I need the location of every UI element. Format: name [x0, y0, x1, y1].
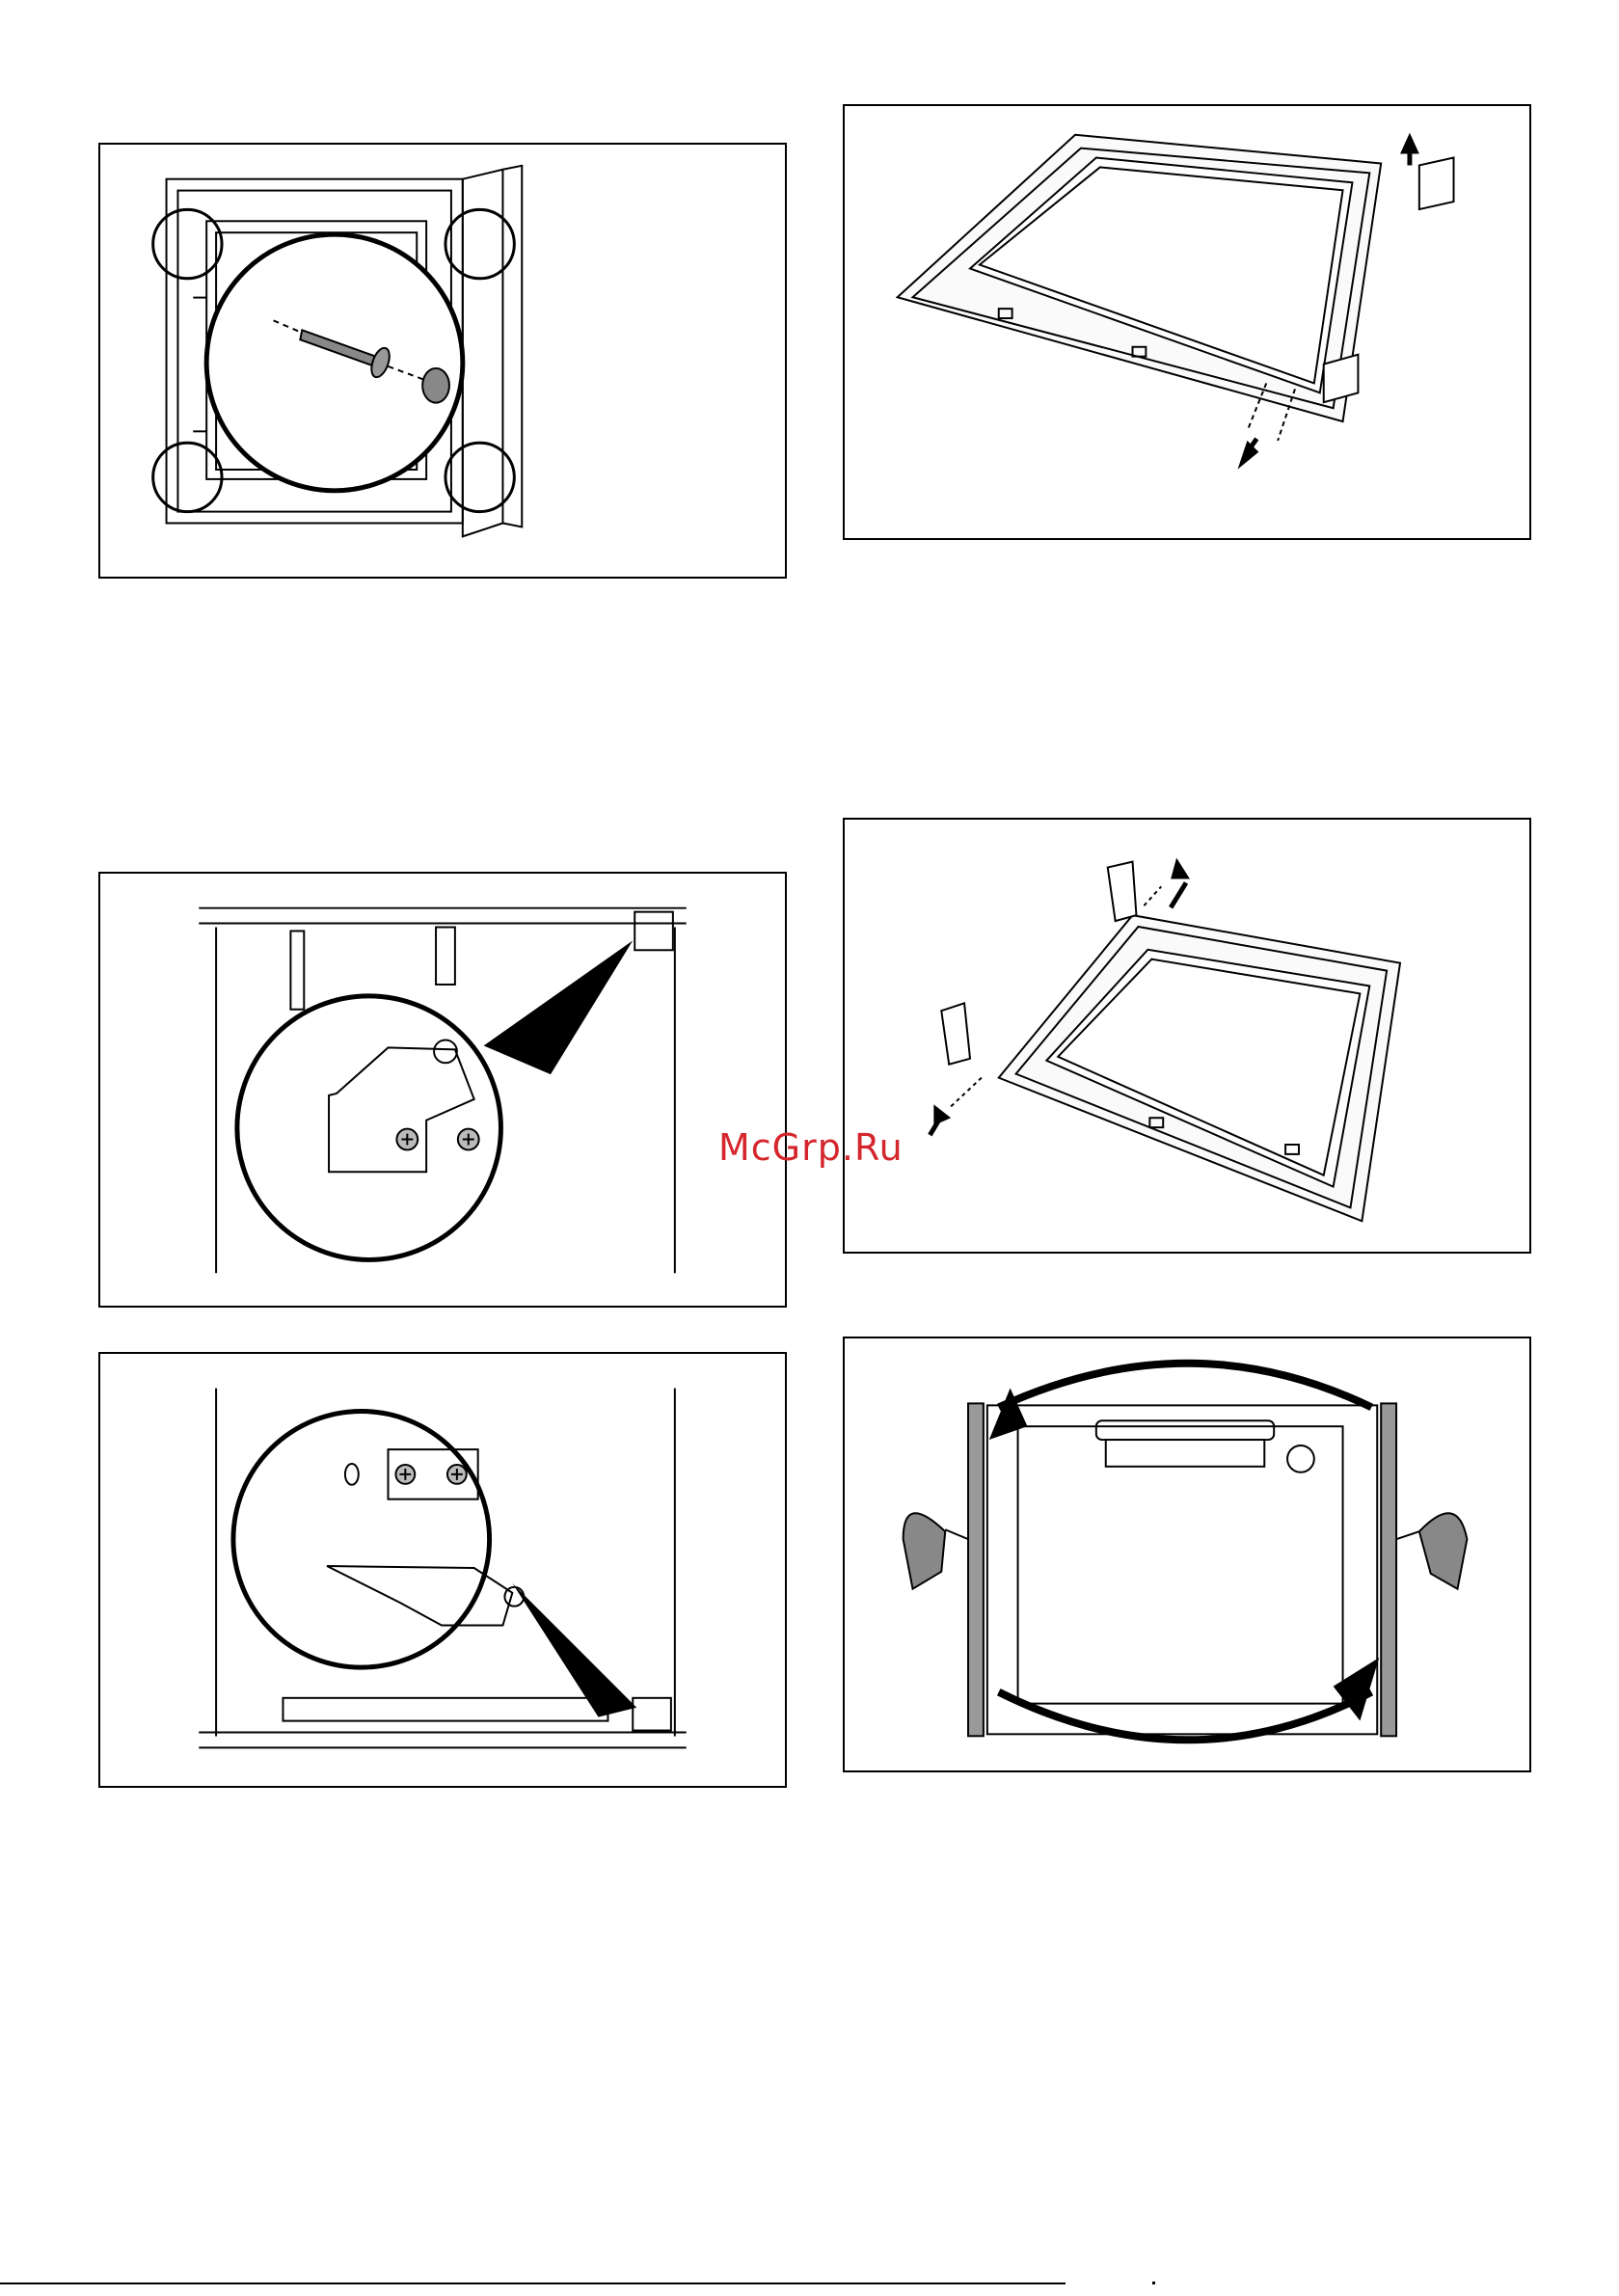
hinge-bracket-bottom: [941, 1003, 970, 1064]
screw-icon-left: [396, 1129, 418, 1150]
hand-rotate-left-icon: [904, 1513, 968, 1588]
figure-door-reversal: [843, 1337, 1531, 1772]
door-mount-illustration: [845, 820, 1529, 1252]
watermark-text: McGrp.Ru: [718, 1126, 904, 1169]
arrow-in-icon-bottom: [930, 1078, 982, 1135]
top-hinge-illustration: [100, 874, 785, 1306]
screw-icon-left: [395, 1465, 415, 1484]
arrow-in-icon-top: [1144, 858, 1190, 908]
hand-rotate-right-icon: [1396, 1513, 1467, 1588]
hinge-bracket-bottom: [1324, 355, 1359, 403]
figure-bottom-hinge-bracket: [98, 1352, 787, 1788]
screw-icon-right: [447, 1465, 467, 1484]
door-hinge-illustration: [845, 106, 1529, 538]
footer-tick: [1152, 2282, 1155, 2284]
hinge-bracket-top: [1108, 862, 1137, 921]
bottom-hinge-illustration: [100, 1354, 785, 1786]
figure-door-hinge-mounting: [843, 818, 1531, 1254]
arrow-up-icon: [1400, 133, 1419, 166]
rotation-arrow-top-icon: [999, 1364, 1372, 1408]
figure-door-hinge-removal: [843, 104, 1531, 540]
hinge-bracket-top: [1419, 158, 1454, 210]
figure-top-hinge-bracket: [98, 872, 787, 1308]
door-reversal-illustration: [845, 1338, 1529, 1770]
footer-rule: [0, 2282, 1066, 2284]
oven-front-illustration: [100, 145, 785, 577]
screw-icon-right: [458, 1129, 479, 1150]
figure-oven-front-screws: [98, 143, 787, 579]
